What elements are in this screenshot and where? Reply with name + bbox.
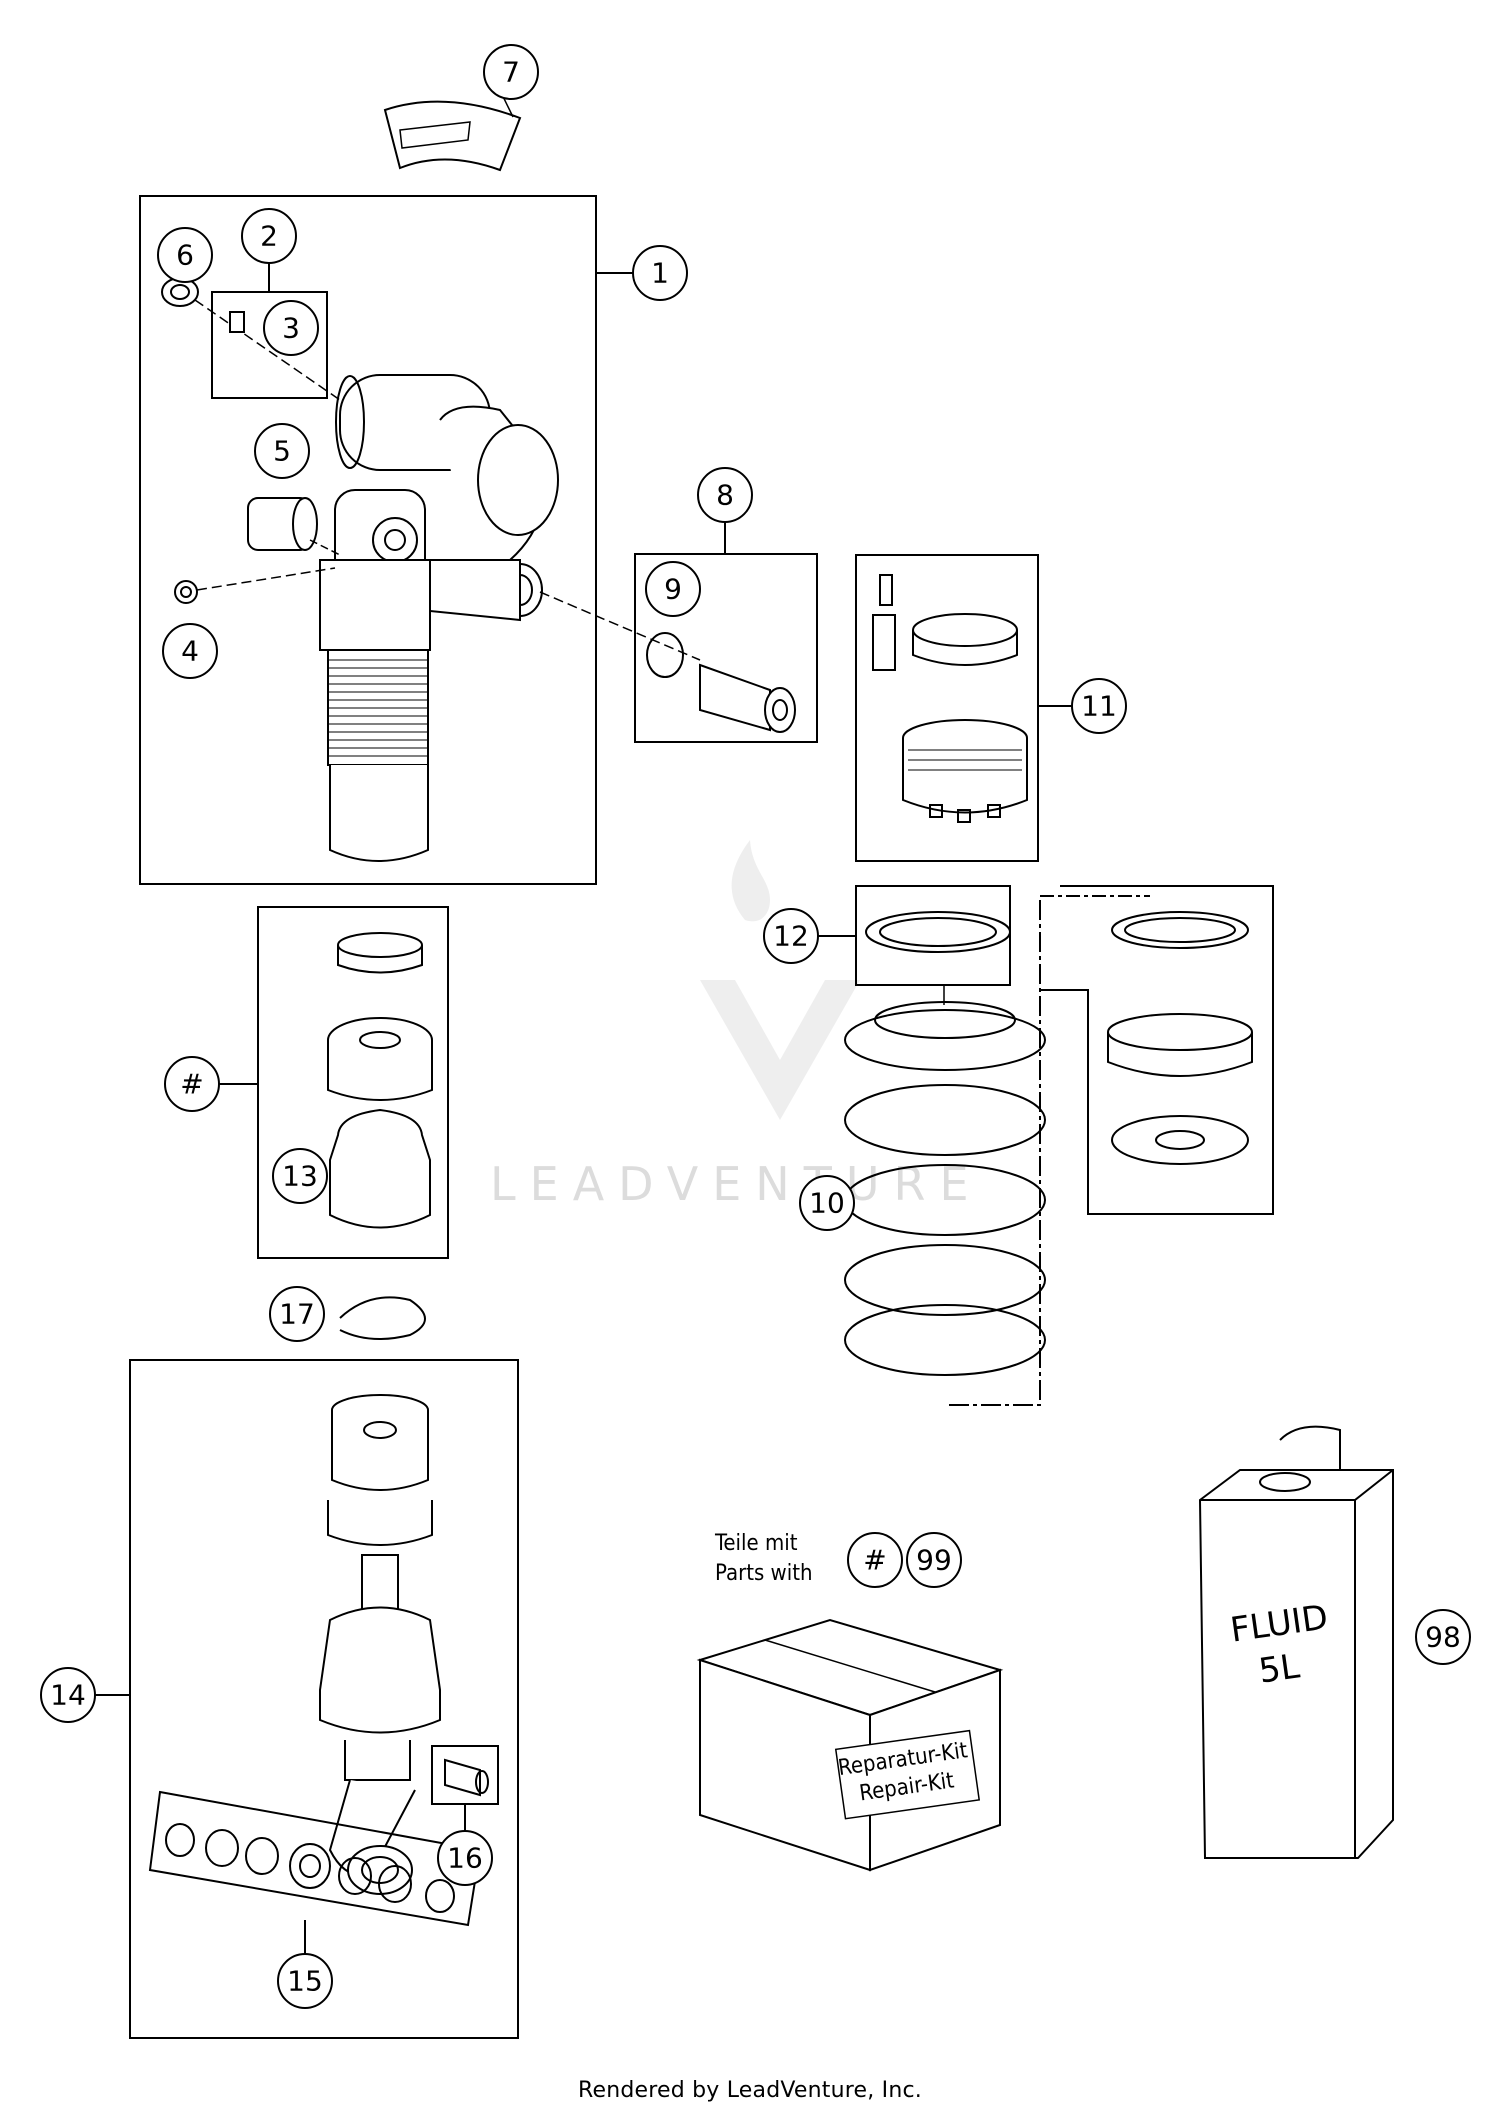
callout-15-label: 15 [287, 1965, 323, 1998]
callout-2 [241, 208, 297, 264]
callout-14-label: 14 [50, 1679, 86, 1712]
callout-4 [162, 623, 218, 679]
kit-note-en: Parts with [715, 1561, 813, 1586]
callout-11-label: 11 [1081, 690, 1117, 723]
callout-10 [799, 1175, 855, 1231]
callout-hash-13 [164, 1056, 220, 1112]
part-12-seat [865, 911, 1011, 953]
part-17-circlip [339, 1296, 426, 1340]
watermark: LEADVENTURE [490, 840, 983, 1211]
callout-99-label: 99 [916, 1544, 952, 1577]
part-10-bracket [948, 900, 1041, 1406]
callout-14 [40, 1667, 96, 1723]
part-1-shock-body [319, 374, 559, 862]
box-part-11 [855, 554, 1039, 862]
callout-15 [277, 1953, 333, 2009]
callout-hash-13-label: # [180, 1068, 203, 1101]
callout-13 [272, 1148, 328, 1204]
callout-3-label: 3 [282, 312, 300, 345]
callout-13-label: 13 [282, 1160, 318, 1193]
callout-hash-kit-label: # [863, 1544, 886, 1577]
kit-note-de: Teile mit [714, 1531, 798, 1556]
callout-1 [632, 245, 688, 301]
callout-99 [906, 1532, 962, 1588]
part-14-piston-rod [319, 1394, 441, 1895]
callout-3 [263, 300, 319, 356]
footer-credit: Rendered by LeadVenture, Inc. [578, 2078, 922, 2103]
watermark-text: LEADVENTURE [490, 1157, 983, 1211]
callout-9-label: 9 [664, 573, 682, 606]
callout-17 [269, 1286, 325, 1342]
callouts: 7 1 2 6 3 5 4 8 9 11 12 [40, 44, 1471, 2009]
spring-seat-parts [1107, 911, 1253, 1165]
part-10-spring [844, 985, 1046, 1376]
part-5-bushing [247, 497, 341, 556]
callout-4-label: 4 [181, 635, 199, 668]
part-99-repair-kit: Reparatur-Kit Repair-Kit [696, 1618, 1004, 1872]
callout-7-label: 7 [502, 56, 520, 89]
callout-7 [483, 44, 539, 100]
callout-8 [697, 467, 753, 523]
callout-17-label: 17 [279, 1298, 315, 1331]
callout-98 [1415, 1609, 1471, 1665]
part-16-valve [444, 1758, 489, 1797]
part-11-nuts [872, 574, 1028, 823]
box-part-13 [257, 906, 449, 1259]
fluid-volume-label: 5L [1256, 1646, 1302, 1691]
callout-10-label: 10 [809, 1187, 845, 1220]
callout-6 [157, 227, 213, 283]
callout-12-label: 12 [773, 920, 809, 953]
box-spring-seats [1040, 885, 1274, 1215]
box-part-14 [129, 1359, 519, 2039]
callout-8-label: 8 [716, 479, 734, 512]
part-9-valve [539, 591, 796, 733]
callout-98-label: 98 [1425, 1621, 1461, 1654]
part-15-bearing [165, 1823, 455, 1913]
callout-5-label: 5 [273, 435, 291, 468]
callout-11 [1071, 678, 1127, 734]
callout-16 [437, 1830, 493, 1886]
box-part-15 [148, 1790, 482, 1927]
callout-16-label: 16 [447, 1842, 483, 1875]
box-part-12 [855, 885, 1011, 986]
callout-12 [763, 908, 819, 964]
callout-9 [645, 561, 701, 617]
callout-6-label: 6 [176, 239, 194, 272]
callout-5 [254, 423, 310, 479]
callout-1-label: 1 [651, 257, 669, 290]
callout-hash-kit [847, 1532, 903, 1588]
part-98-fluid-can: FLUID 5L [1198, 1425, 1394, 1859]
box-shock-assembly [139, 195, 597, 885]
part-4-screw [174, 567, 336, 604]
part-13-bumper [327, 932, 433, 1229]
callout-2-label: 2 [260, 220, 278, 253]
